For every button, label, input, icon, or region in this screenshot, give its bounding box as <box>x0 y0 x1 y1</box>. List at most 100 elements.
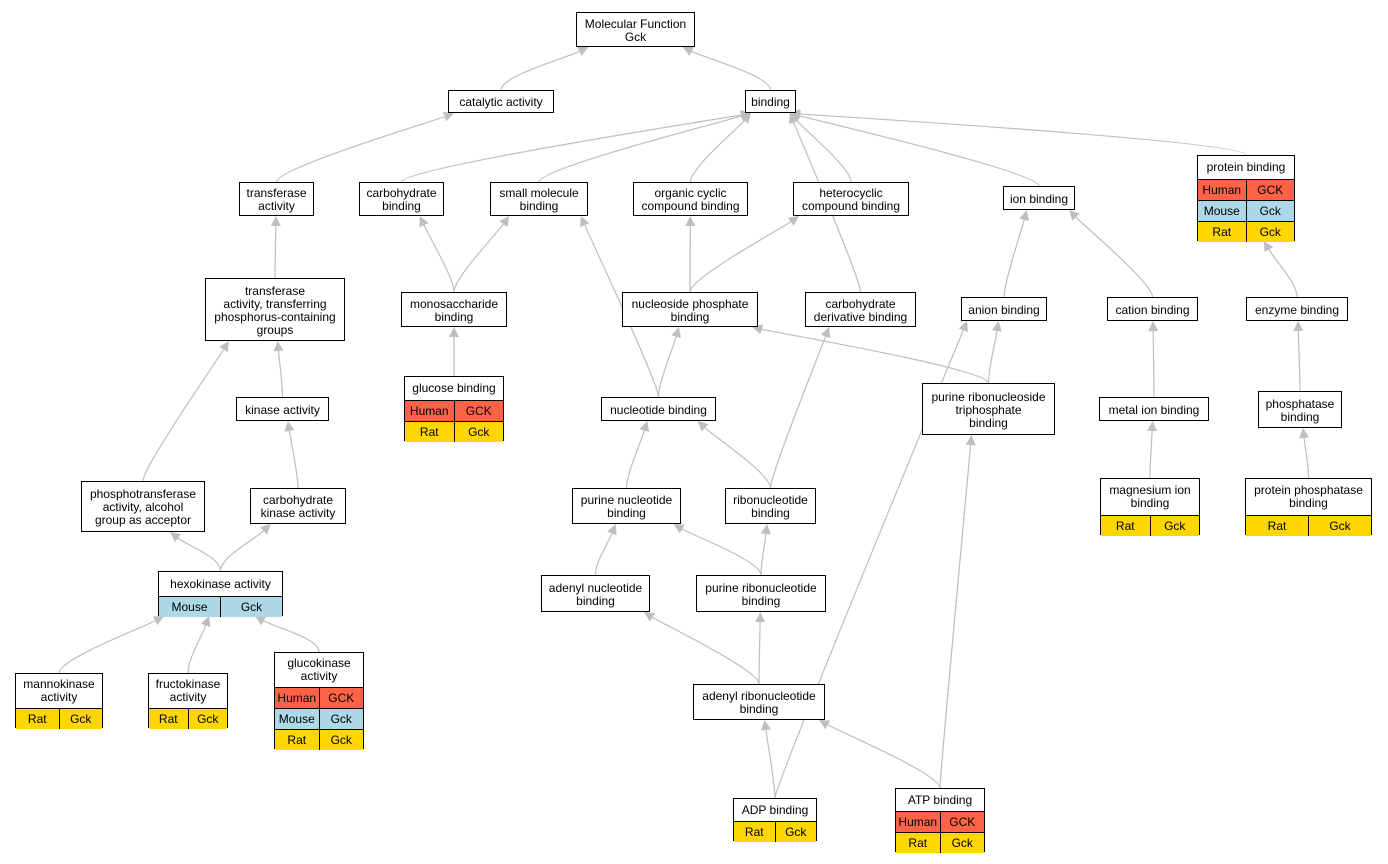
edge-transferase-to-catalytic <box>275 116 445 183</box>
edge-adp-to-anion <box>774 330 964 799</box>
go-term-carbkinase[interactable]: carbohydrate kinase activity <box>250 488 346 524</box>
go-term-label: glucokinase activity <box>287 656 351 683</box>
go-term-label: carbohydrate binding <box>366 186 437 213</box>
go-term-purineribonuc[interactable]: purine ribonucleotide binding <box>696 575 826 612</box>
edge-arrowhead <box>219 341 229 353</box>
go-term-label: phosphatase binding <box>1265 396 1335 424</box>
go-term-purinenuc[interactable]: purine nucleotide binding <box>572 488 681 524</box>
edge-kinase-to-transphos <box>277 350 284 398</box>
edge-arrowhead <box>254 616 267 626</box>
edge-nucphos-to-heterocyclic <box>689 221 792 293</box>
go-term-nucleotide[interactable]: nucleotide binding <box>601 397 716 421</box>
edge-arrowhead <box>284 421 295 432</box>
species-cell: Human <box>1202 182 1242 197</box>
go-term-carbderiv[interactable]: carbohydrate derivative binding <box>805 292 916 327</box>
go-term-heterocyclic[interactable]: heterocyclic compound binding <box>793 182 909 216</box>
go-term-cation[interactable]: cation binding <box>1107 297 1198 321</box>
go-term-label: protein binding <box>1206 160 1286 174</box>
edge-arrowhead <box>419 216 429 228</box>
go-term-orgcyclic[interactable]: organic cyclic compound binding <box>633 182 748 216</box>
go-term-monosacch[interactable]: monosaccharide binding <box>401 292 507 327</box>
go-term-smallmol[interactable]: small molecule binding <box>490 182 588 216</box>
edge-smallmol-to-binding <box>538 115 742 183</box>
edge-atp-to-purineribotri <box>939 444 972 789</box>
species-cell: Rat <box>1212 224 1232 239</box>
go-term-phosphotrans[interactable]: phosphotransferase activity, alcohol gro… <box>81 481 205 532</box>
go-term-label: heterocyclic compound binding <box>801 186 901 213</box>
go-term-label: glucose binding <box>412 381 496 395</box>
go-term-enzyme[interactable]: enzyme binding <box>1246 297 1348 321</box>
species-cell: Mouse <box>278 711 315 726</box>
edge-nucleotide-to-nucphos <box>657 336 677 398</box>
go-term-label: purine nucleotide binding <box>580 493 673 520</box>
go-term-label: cation binding <box>1115 302 1190 317</box>
edge-arrowhead <box>170 532 182 543</box>
edge-arrowhead <box>639 421 650 433</box>
go-term-label: carbohydrate derivative binding <box>813 296 908 324</box>
edge-arrowhead <box>442 111 454 122</box>
go-term-transphos[interactable]: transferase activity, transferring phosp… <box>205 278 345 341</box>
edge-proteinbinding-to-binding <box>799 113 1247 156</box>
go-term-adenylribo[interactable]: adenyl ribonucleotide binding <box>693 684 825 720</box>
edge-arrowhead <box>1263 241 1274 253</box>
go-term-label: organic cyclic compound binding <box>641 186 740 213</box>
edge-glucokinase-to-hexokinase <box>263 620 320 653</box>
go-term-nucphos[interactable]: nucleoside phosphate binding <box>622 292 758 327</box>
edge-mannokinase-to-hexokinase <box>58 620 156 674</box>
species-cell: Rat <box>908 835 928 850</box>
edge-arrowhead <box>682 46 694 56</box>
edge-arrowhead <box>819 720 831 730</box>
go-term-metalion[interactable]: metal ion binding <box>1099 397 1209 421</box>
go-term-label: purine ribonucleoside triphosphate bindi… <box>931 389 1046 430</box>
go-term-carbbinding[interactable]: carbohydrate binding <box>359 182 444 216</box>
edge-arrowhead <box>152 616 164 626</box>
edge-adenylribo-to-adenylnuc <box>652 616 760 685</box>
go-term-transferase[interactable]: transferase activity <box>239 182 314 216</box>
go-term-label: small molecule binding <box>499 186 579 213</box>
edge-ribonuc-to-carbderiv <box>769 336 827 489</box>
go-term-kinase[interactable]: kinase activity <box>236 397 329 421</box>
edge-arrowhead <box>580 216 590 228</box>
go-term-catalytic[interactable]: catalytic activity <box>448 90 554 113</box>
go-term-mf[interactable]: Molecular Function Gck <box>576 12 695 47</box>
go-term-binding[interactable]: binding <box>745 90 796 113</box>
edge-monosacch-to-carbbinding <box>423 224 455 293</box>
edge-phosphatase-to-enzyme <box>1297 330 1301 392</box>
go-term-phosphatase[interactable]: phosphatase binding <box>1258 391 1342 428</box>
edge-arrowhead <box>200 616 211 628</box>
gene-cell: Gck <box>318 709 364 729</box>
species-cell: Rat <box>27 711 47 726</box>
go-term-label: hexokinase activity <box>170 576 271 591</box>
edge-atp-to-adenylribo <box>827 724 941 789</box>
edge-metalion-to-cation <box>1152 330 1155 398</box>
go-term-label: enzyme binding <box>1254 302 1340 317</box>
go-term-anion[interactable]: anion binding <box>961 297 1047 321</box>
go-term-label: Molecular Function Gck <box>584 16 687 44</box>
edge-arrowhead <box>673 524 685 534</box>
go-term-ribonuc[interactable]: ribonucleotide binding <box>725 488 816 524</box>
edge-carbkinase-to-kinase <box>288 430 299 489</box>
species-cell: Rat <box>1115 518 1135 533</box>
go-term-purineribotri[interactable]: purine ribonucleoside triphosphate bindi… <box>922 383 1055 435</box>
go-term-adenylnuc[interactable]: adenyl nucleotide binding <box>541 575 650 612</box>
go-term-ionbinding[interactable]: ion binding <box>1003 186 1075 210</box>
go-term-label: kinase activity <box>245 402 320 417</box>
edge-enzyme-to-proteinbinding <box>1268 249 1298 298</box>
edge-arrowhead <box>820 327 831 339</box>
